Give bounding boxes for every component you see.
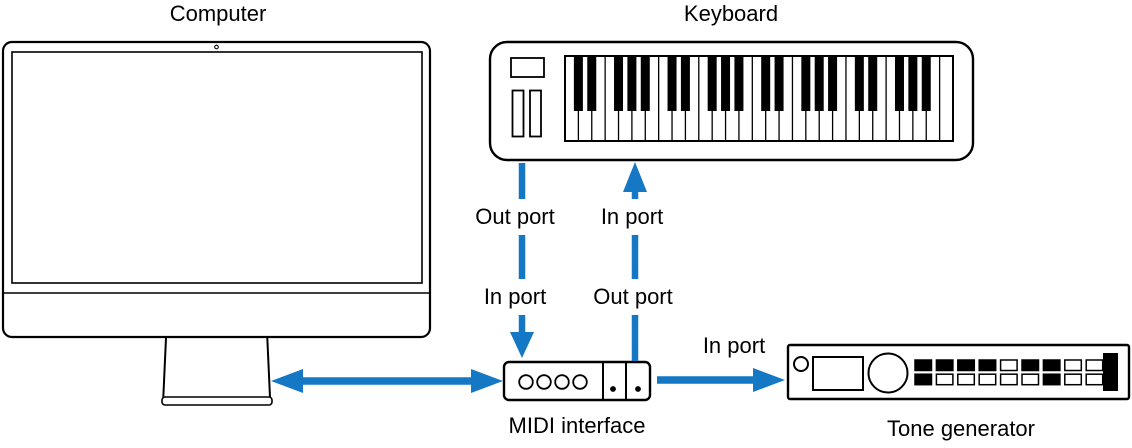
- midi-port-circle: [572, 374, 588, 390]
- tone-generator-display: [812, 356, 864, 391]
- computer-screen: [11, 51, 423, 284]
- interface-in-port-label: In port: [477, 279, 553, 315]
- computer-stand-base: [161, 396, 273, 406]
- tone-generator-buttons: [914, 359, 1104, 386]
- keyboard-out-arrow: [510, 163, 534, 358]
- midi-indicator-dot: [610, 386, 616, 392]
- midi-interface-illustration: [502, 360, 652, 402]
- midi-tone-arrow: [657, 368, 785, 392]
- keyboard-display: [510, 57, 545, 78]
- mod-wheel: [529, 89, 542, 138]
- keyboard-body: [488, 40, 975, 162]
- tone-generator-body: [786, 343, 1131, 401]
- computer-illustration: [1, 40, 432, 406]
- keyboard-in-arrow: [623, 162, 647, 361]
- keyboard-illustration: [488, 40, 975, 162]
- computer-stand: [162, 337, 271, 398]
- keyboard-out-port-label: Out port: [469, 199, 561, 235]
- keyboard-label: Keyboard: [683, 1, 779, 26]
- power-button: [793, 356, 809, 372]
- tone-generator-slider: [1103, 353, 1118, 391]
- tone-generator-illustration: [786, 343, 1131, 401]
- midi-port-circle: [554, 374, 570, 390]
- pitch-wheel: [511, 89, 525, 138]
- midi-interface-body: [502, 360, 652, 402]
- computer-label: Computer: [169, 1, 267, 26]
- midi-indicator-dot: [635, 386, 641, 392]
- computer-body: [1, 40, 432, 339]
- keyboard-in-port-label: In port: [594, 199, 670, 235]
- camera-icon: [214, 44, 219, 50]
- volume-knob: [867, 352, 909, 394]
- tone-generator-label: Tone generator: [887, 416, 1035, 441]
- midi-interface-label: MIDI interface: [508, 413, 646, 438]
- midi-port-circle: [518, 374, 534, 390]
- midi-port-circle: [536, 374, 552, 390]
- tone-generator-in-port-label: In port: [702, 333, 766, 358]
- keyboard-keys: [564, 55, 954, 142]
- computer-midi-arrow: [271, 369, 503, 393]
- interface-out-port-label: Out port: [587, 279, 679, 315]
